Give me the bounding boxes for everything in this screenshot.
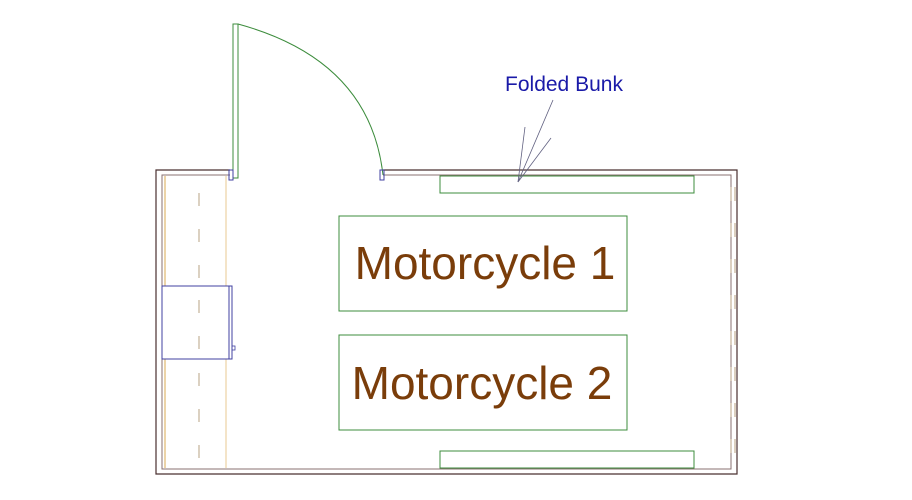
door-leaf bbox=[232, 23, 239, 179]
cabinet-handle bbox=[231, 345, 236, 351]
folded-bunk-top bbox=[439, 175, 695, 194]
cabinet bbox=[161, 285, 230, 360]
folded-bunk-bottom bbox=[439, 450, 695, 469]
left-counter bbox=[161, 176, 236, 468]
cabinet-door bbox=[228, 285, 233, 360]
walls bbox=[155, 169, 738, 475]
outer-wall bbox=[155, 169, 738, 475]
inner-wall bbox=[161, 174, 732, 470]
door-swing-arc bbox=[237, 23, 384, 176]
door-jamb-left bbox=[228, 169, 234, 181]
zone-outline bbox=[338, 334, 628, 431]
zone-outline bbox=[338, 215, 628, 312]
zone-label: Motorcycle 2 bbox=[352, 357, 613, 409]
right-opening bbox=[730, 187, 736, 468]
folded-bunk-label: Folded Bunk bbox=[505, 73, 623, 96]
zone-label: Motorcycle 1 bbox=[355, 237, 616, 289]
motorcycle-zone-2: Motorcycle 2 bbox=[338, 334, 628, 431]
door-jamb-right bbox=[379, 169, 385, 181]
door bbox=[228, 23, 385, 181]
annotation-leader bbox=[517, 99, 554, 183]
motorcycle-zone-1: Motorcycle 1 bbox=[338, 215, 628, 312]
